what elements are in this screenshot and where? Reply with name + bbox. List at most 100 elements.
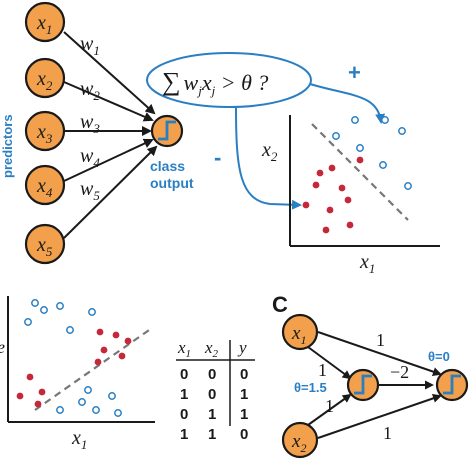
table-row: 1 0 1 <box>180 386 248 403</box>
plot-top-ylabel: x2 <box>261 139 278 164</box>
class-blue-point <box>78 398 86 406</box>
class-red-point <box>34 400 42 408</box>
class-red-point <box>312 181 320 189</box>
decision-boundary-top <box>311 123 409 221</box>
svg-text:x2: x2 <box>36 68 53 93</box>
panel-c-network: C 1 1 −2 1 1 x1 x2 θ=1.5 <box>272 292 469 459</box>
class-red-point <box>16 392 24 400</box>
class-blue-point <box>356 144 364 152</box>
input-node-x5: x5 <box>24 223 66 265</box>
table-cell: 0 <box>180 406 188 423</box>
step-function-icon <box>354 374 372 395</box>
class-blue-point <box>114 409 122 417</box>
table-row: 1 1 0 <box>180 426 248 443</box>
input-node-x4: x4 <box>24 164 66 206</box>
class-red-point <box>96 328 104 336</box>
table-cell: 1 <box>180 426 188 443</box>
class-red-point <box>112 331 120 339</box>
decision-boundary-bottom <box>34 327 153 411</box>
class-red-point <box>328 164 336 172</box>
input-node-x3: x3 <box>24 110 66 152</box>
class-blue-point <box>84 386 92 394</box>
edge-c-x2-out <box>317 394 442 439</box>
class-blue-point <box>381 116 389 124</box>
class-label: class <box>150 158 185 174</box>
svg-text:x1: x1 <box>36 12 52 37</box>
edge-x2-output <box>63 81 154 122</box>
threshold-formula: ∑wjxj > θ ? <box>162 67 268 98</box>
class-blue-point <box>40 306 48 314</box>
class-red-point <box>326 206 334 214</box>
class-blue-point <box>24 318 32 326</box>
input-node-x2: x2 <box>24 57 66 99</box>
edge-c-x1-hidden <box>307 346 352 380</box>
class-red-point <box>302 201 310 209</box>
panel-a-perceptron: x1 x2 x3 x4 x5 w1 w2 w3 w4 w5 predictors <box>0 1 440 276</box>
xor-truth-table: x1 x2 y 0 0 0 1 0 1 0 1 1 1 1 0 <box>176 338 255 443</box>
table-cell: 1 <box>208 426 216 443</box>
weight-c-x1-out: 1 <box>376 330 385 350</box>
weight-label-w5: w5 <box>80 178 100 203</box>
class-blue-point <box>56 302 64 310</box>
weight-c-hidden-out: −2 <box>390 362 409 382</box>
class-blue-point <box>92 406 100 414</box>
class-blue-point <box>31 299 39 307</box>
class-blue-point <box>56 406 64 414</box>
svg-text:x1: x1 <box>291 323 306 347</box>
table-cell: 1 <box>240 386 248 403</box>
weight-label-w2: w2 <box>80 78 100 103</box>
weight-c-x1-hidden: 1 <box>318 360 327 380</box>
panel-c-input-x1: x1 <box>281 313 319 351</box>
plot-bottom-ylabel-fragment: e <box>0 337 5 357</box>
plot-bottom-xlabel: x1 <box>71 427 87 452</box>
class-red-point <box>94 358 102 366</box>
class-red-point <box>322 226 330 234</box>
class-red-point <box>118 352 126 360</box>
step-function-icon <box>443 374 461 395</box>
class-red-point <box>124 337 132 345</box>
class-red-point <box>344 196 352 204</box>
data-points-top <box>302 116 412 234</box>
table-header-x1: x1 <box>177 338 191 360</box>
arrow-plus-to-plot <box>309 83 386 124</box>
theta-output: θ=0 <box>428 349 450 364</box>
table-cell: 0 <box>208 366 216 383</box>
class-blue-point <box>88 308 96 316</box>
class-blue-point <box>379 161 387 169</box>
edge-x1-output <box>63 31 156 115</box>
panel-c-hidden-node <box>346 368 380 402</box>
svg-text:x5: x5 <box>36 234 53 259</box>
minus-sign: - <box>214 145 221 170</box>
class-blue-point <box>108 392 116 400</box>
arrow-minus-to-plot <box>235 107 302 210</box>
class-red-point <box>26 373 34 381</box>
scatter-plot-top: x2 x1 <box>261 115 440 276</box>
weight-label-w3: w3 <box>80 111 100 136</box>
class-red-point <box>100 346 108 354</box>
edge-x4-output <box>63 138 154 182</box>
weight-c-x2-out: 1 <box>383 423 392 443</box>
weight-c-x2-hidden: 1 <box>325 396 334 416</box>
output-label: output <box>150 175 194 191</box>
table-cell: 1 <box>240 406 248 423</box>
svg-text:x2: x2 <box>291 431 306 455</box>
input-node-x1: x1 <box>24 1 66 43</box>
weight-label-w1: w1 <box>80 33 100 58</box>
table-cell: 0 <box>240 426 248 443</box>
class-red-point <box>338 184 346 192</box>
table-row: 0 1 1 <box>180 406 248 423</box>
table-row: 0 0 0 <box>180 366 248 383</box>
panel-c-input-x2: x2 <box>281 421 319 459</box>
class-blue-point <box>351 116 359 124</box>
output-node <box>150 114 184 148</box>
table-cell: 0 <box>180 366 188 383</box>
class-red-point <box>346 221 354 229</box>
edge-x5-output <box>63 145 158 239</box>
class-red-point <box>38 388 46 396</box>
step-function-icon <box>158 120 176 141</box>
weight-label-w4: w4 <box>80 145 100 170</box>
scatter-plot-bottom: e x1 <box>0 296 155 452</box>
data-points-bottom <box>16 299 132 417</box>
edge-c-x1-out <box>317 331 442 376</box>
